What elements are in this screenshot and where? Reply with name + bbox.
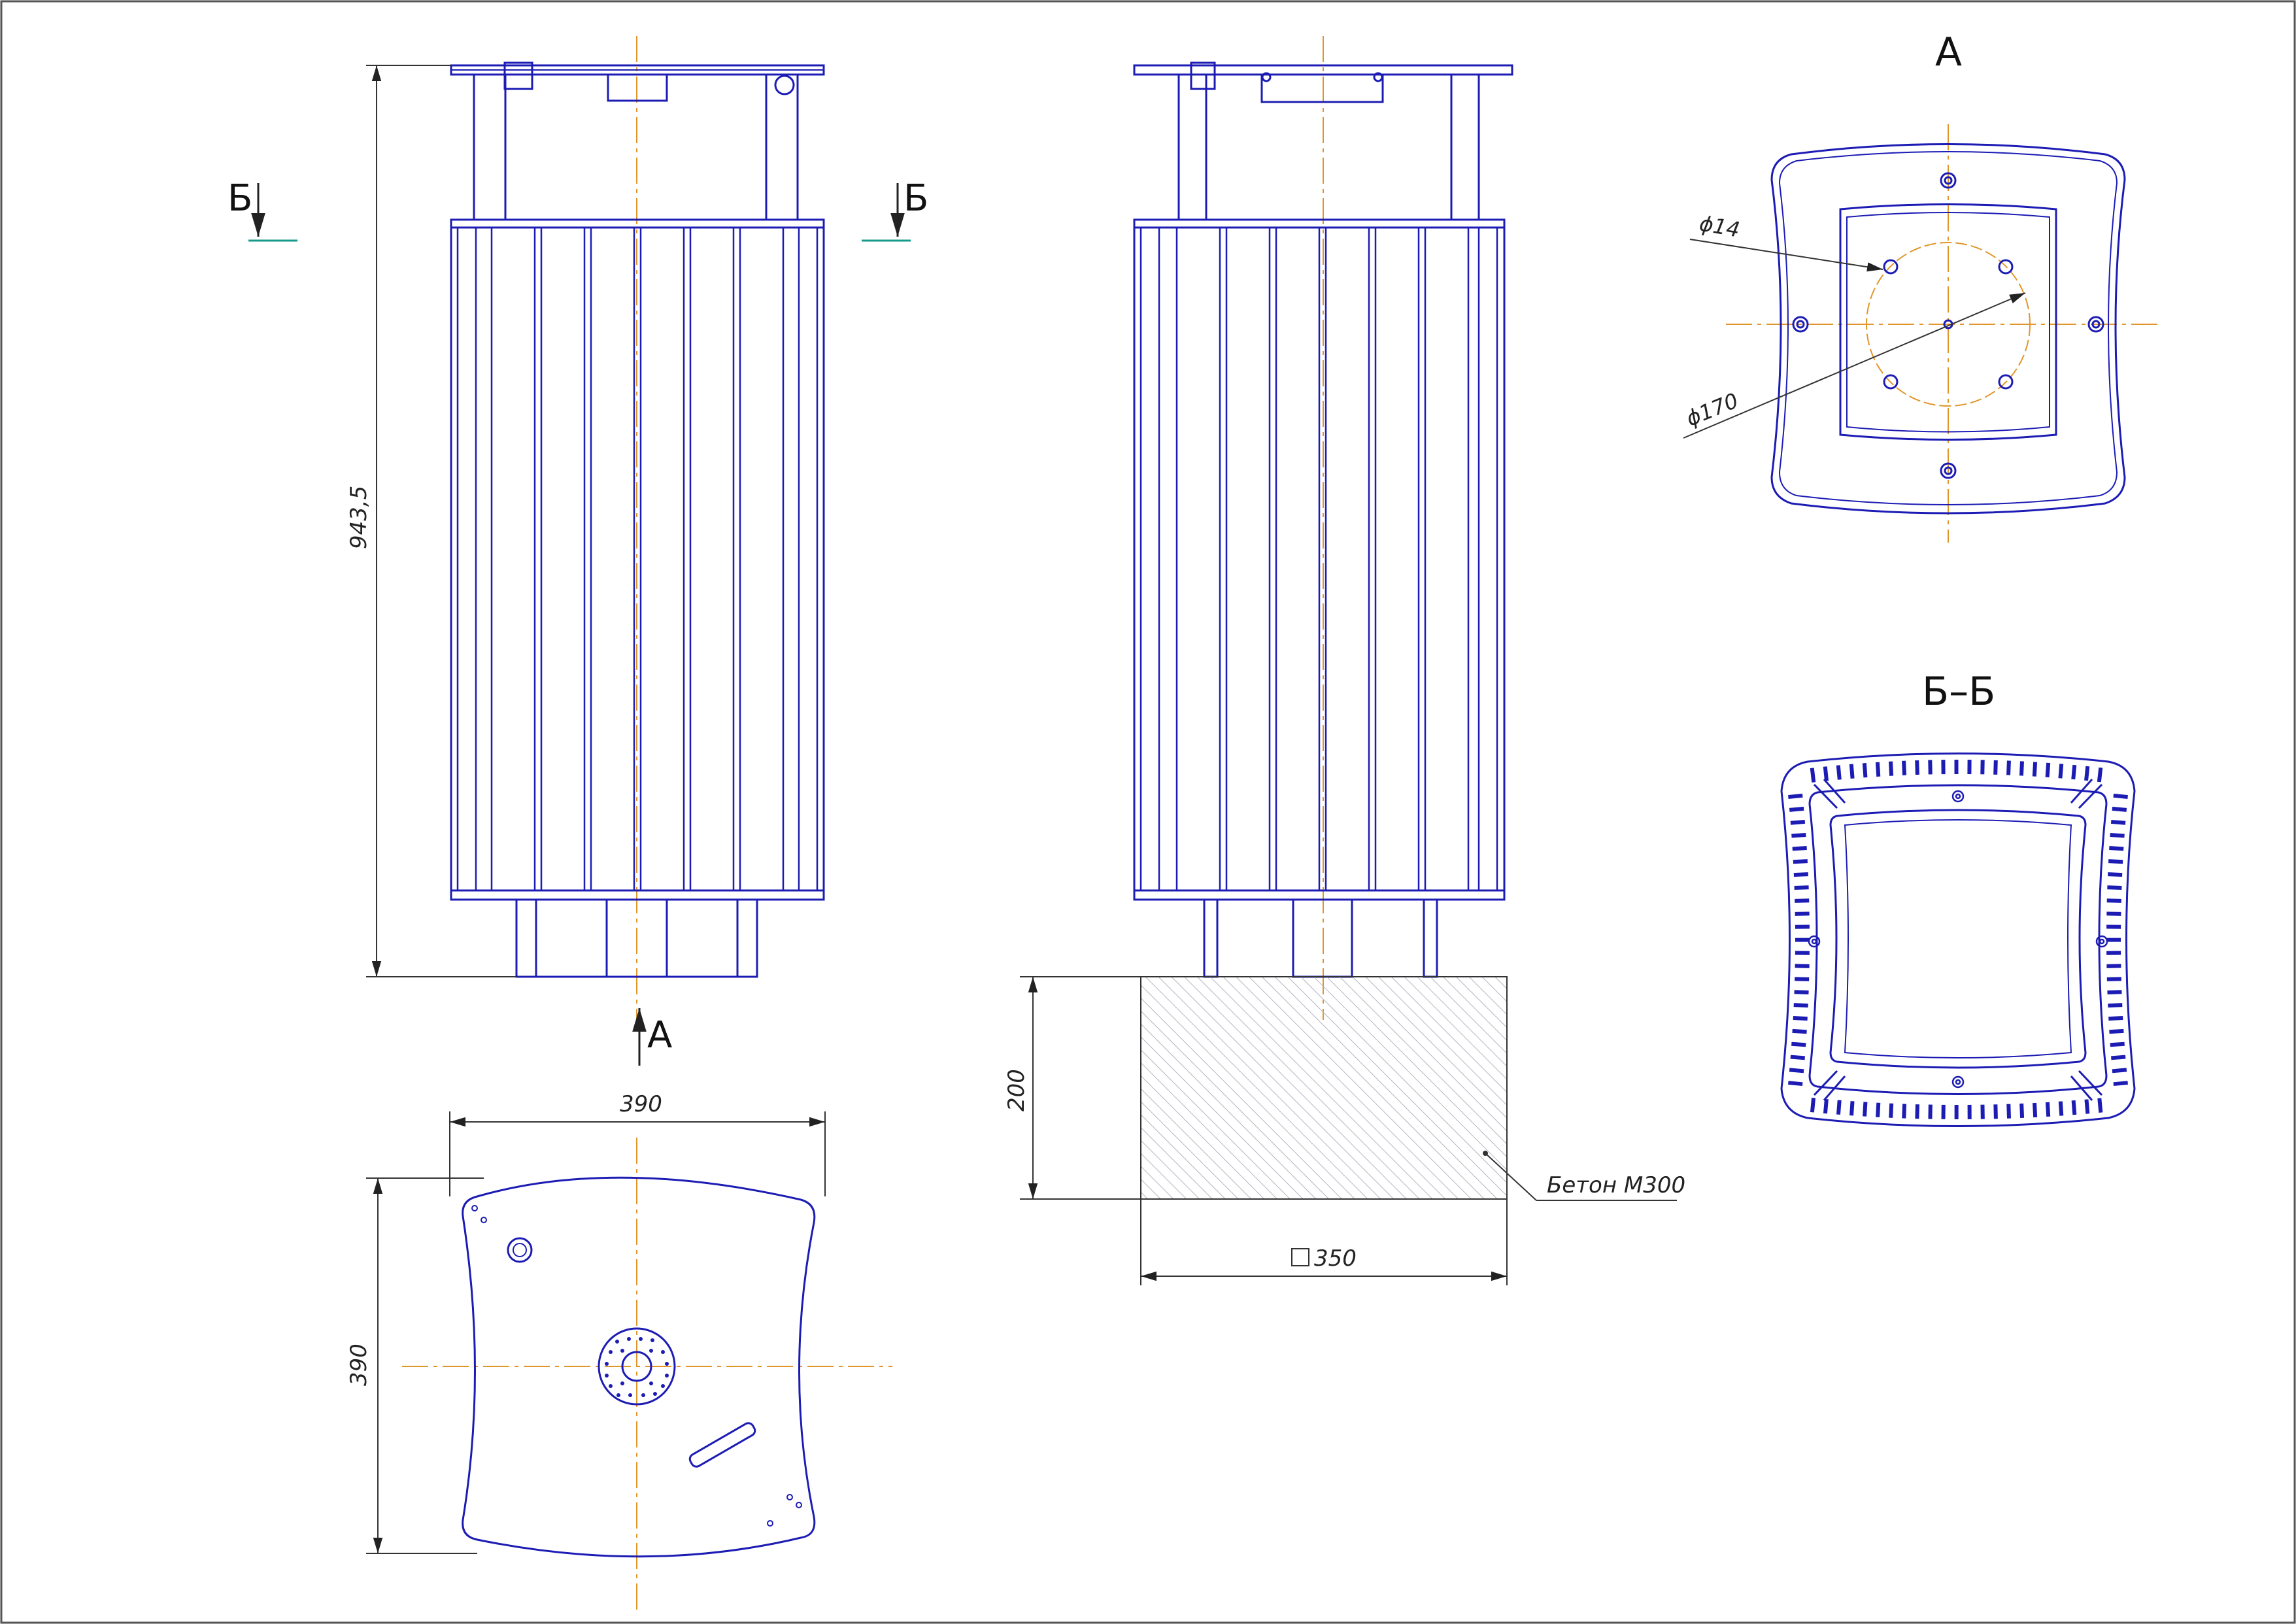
section-inner — [1829, 809, 2087, 1069]
view-a-hole-label: ϕ14 — [1698, 211, 1742, 242]
side-post-right — [1450, 73, 1480, 221]
section-outer — [1780, 753, 2136, 1127]
concrete-label: Бетон М300 — [1547, 1172, 1685, 1198]
view-a-holes — [1792, 172, 2104, 479]
section-mark-right: Б — [862, 177, 928, 242]
front-slats — [456, 226, 819, 892]
dim-top-height: 390 — [346, 1177, 484, 1554]
concrete-foundation — [1140, 976, 1508, 1200]
side-view — [1133, 36, 1513, 1020]
front-view — [450, 36, 825, 1020]
section-mark-right-label: Б — [903, 177, 928, 220]
view-a-hole-leader — [1689, 239, 1883, 272]
section-corner-braces — [1813, 779, 2103, 1101]
view-arrow-a: А — [632, 1008, 672, 1066]
section-mark-left: Б — [228, 177, 297, 242]
front-bottom-post-right — [736, 898, 758, 978]
front-bolt-left — [503, 61, 533, 90]
view-a: ϕ14 ϕ170 — [1683, 124, 2157, 543]
dim-top-height-label: 390 — [346, 1344, 372, 1386]
section-bolts — [1808, 790, 2108, 1089]
view-a-pcd-label: ϕ170 — [1683, 388, 1742, 431]
side-lid-box — [1260, 73, 1384, 103]
top-view-ashtray — [598, 1327, 676, 1406]
view-arrow-a-label: А — [647, 1014, 672, 1057]
section-slat-band-top — [1810, 760, 2106, 783]
view-a-inner — [1839, 203, 2057, 441]
view-a-pcd-leader — [1683, 292, 2026, 439]
front-top-ring — [450, 218, 825, 229]
top-view-bolt — [507, 1237, 533, 1263]
side-post-left — [1177, 73, 1207, 221]
front-bottom-post-left — [515, 898, 537, 978]
front-post-right — [765, 73, 799, 221]
top-view-lid — [462, 1176, 816, 1558]
view-a-pcd-circle — [1866, 242, 2031, 407]
side-bottom-post-right — [1423, 898, 1438, 978]
section-view — [1780, 753, 2136, 1127]
section-mark-left-label: Б — [228, 177, 252, 220]
side-slats — [1140, 226, 1498, 892]
view-a-outer — [1770, 143, 2126, 515]
concrete-leader: Бетон М300 — [1483, 1151, 1685, 1201]
dim-height: 943,5 — [346, 65, 516, 977]
view-a-title: А — [1935, 29, 1962, 75]
dim-foundation-height-label: 200 — [1004, 1069, 1030, 1111]
top-view-plate — [688, 1422, 756, 1468]
section-slat-band-right — [2106, 793, 2128, 1087]
dim-height-label: 943,5 — [346, 486, 372, 549]
section-slat-band-left — [1788, 793, 1810, 1087]
dim-top-width-label: 390 — [620, 1091, 662, 1117]
dim-foundation-height: 200 — [1004, 976, 1141, 1200]
dim-foundation-width: 350 — [1140, 1199, 1508, 1285]
front-hinge — [774, 75, 795, 95]
section-slat-band-bottom — [1810, 1098, 2106, 1119]
section-title: Б–Б — [1922, 669, 1995, 715]
front-post-left — [473, 73, 507, 221]
front-lid-box — [607, 73, 668, 102]
dim-top-width: 390 — [449, 1091, 826, 1196]
square-symbol — [1291, 1248, 1309, 1266]
top-view-ashtray-holes — [605, 1337, 669, 1397]
top-view — [402, 1138, 892, 1615]
dim-foundation-width-label: 350 — [1314, 1245, 1357, 1272]
side-bottom-post-left — [1203, 898, 1219, 978]
